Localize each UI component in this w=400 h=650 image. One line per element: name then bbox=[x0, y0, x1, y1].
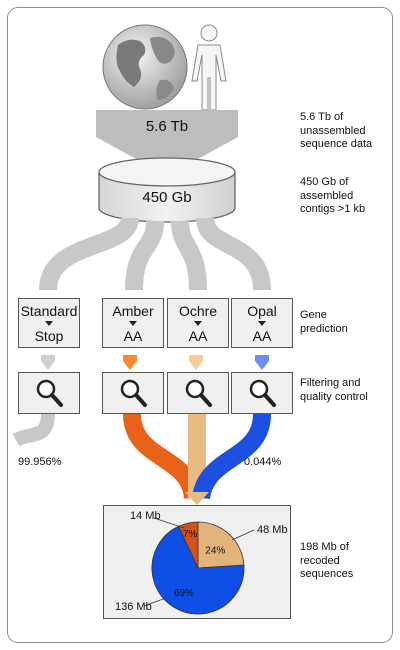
raw-data-funnel bbox=[96, 110, 238, 160]
human-figure-icon bbox=[191, 24, 227, 111]
code-box-amber: Amber AA bbox=[102, 298, 164, 348]
pie-leader-line bbox=[231, 529, 255, 541]
recoded-flows bbox=[123, 413, 271, 505]
standard-percent: 99.956% bbox=[18, 456, 62, 468]
assembled-note: 450 Gb of assembled contigs >1 kb bbox=[300, 176, 400, 217]
assembled-note-line: 450 Gb of assembled bbox=[300, 176, 354, 202]
ochre-mb-label: 48 Mb bbox=[257, 524, 288, 536]
opal-mb-label: 136 Mb bbox=[115, 601, 152, 613]
code-box-opal: Opal AA bbox=[231, 298, 293, 348]
code-result: AA bbox=[188, 328, 208, 344]
code-result: AA bbox=[252, 328, 272, 344]
recoded-note-line: recoded bbox=[300, 554, 340, 567]
recoded-note-line: 198 Mb of bbox=[300, 541, 349, 553]
magnifier-icon bbox=[185, 379, 212, 407]
gene-prediction-note: Gene prediction bbox=[300, 309, 348, 336]
filter-note-line: quality control bbox=[300, 390, 368, 403]
assembled-value: 450 Gb bbox=[142, 189, 191, 206]
code-label: Standard bbox=[20, 303, 78, 319]
code-arrows bbox=[41, 355, 269, 370]
recoded-note: 198 Mb of recoded sequences bbox=[300, 541, 353, 582]
standard-discard-flow bbox=[12, 413, 55, 447]
raw-data-note: 5.6 Tb of unassembled sequence data bbox=[300, 111, 400, 152]
pie-leader-line bbox=[153, 517, 185, 529]
filter-box-opal bbox=[231, 372, 293, 414]
gene-note-line: Gene bbox=[300, 309, 327, 321]
code-box-standard: Standard Stop bbox=[18, 298, 80, 348]
arrow-down-icon bbox=[194, 321, 202, 326]
pie-chart: 7% 24% 69% bbox=[143, 517, 255, 615]
assembled-cylinder bbox=[98, 157, 236, 223]
gene-note-line: prediction bbox=[300, 322, 348, 335]
pie-slice-ochre bbox=[197, 521, 245, 569]
arrow-down-icon bbox=[45, 321, 53, 326]
filter-box-amber bbox=[102, 372, 164, 414]
pie-percent-label: 7% bbox=[183, 529, 198, 540]
assembled-note-line: contigs >1 kb bbox=[300, 203, 366, 215]
branch-flows bbox=[39, 216, 271, 292]
raw-note-line: sequence data bbox=[300, 138, 373, 150]
code-label: Opal bbox=[247, 303, 277, 319]
filter-note-line: Filtering and bbox=[300, 377, 361, 389]
pie-percent-label: 24% bbox=[205, 546, 225, 557]
code-box-ochre: Ochre AA bbox=[167, 298, 229, 348]
filtering-note: Filtering and quality control bbox=[300, 377, 368, 404]
globe-icon bbox=[102, 24, 188, 110]
raw-data-value: 5.6 Tb bbox=[146, 118, 188, 135]
arrow-down-icon bbox=[129, 321, 137, 326]
code-label: Amber bbox=[112, 303, 154, 319]
magnifier-icon bbox=[249, 379, 276, 407]
raw-note-line: 5.6 Tb of unassembled bbox=[300, 111, 366, 137]
pie-chart-panel: 7% 24% 69% bbox=[103, 505, 291, 619]
filter-box-standard bbox=[18, 372, 80, 414]
magnifier-icon bbox=[36, 379, 63, 407]
pie-leader-line bbox=[143, 597, 167, 607]
code-result: Stop bbox=[34, 328, 64, 344]
pie-slice-opal bbox=[151, 525, 245, 615]
amber-mb-label: 14 Mb bbox=[130, 510, 161, 522]
recoded-percent: 0.044% bbox=[244, 456, 282, 468]
magnifier-icon bbox=[120, 379, 147, 407]
arrow-down-icon bbox=[258, 321, 266, 326]
recoded-note-line: sequences bbox=[300, 568, 354, 580]
pie-percent-label: 69% bbox=[174, 588, 194, 599]
code-label: Ochre bbox=[178, 303, 218, 319]
filter-box-ochre bbox=[167, 372, 229, 414]
code-result: AA bbox=[123, 328, 143, 344]
